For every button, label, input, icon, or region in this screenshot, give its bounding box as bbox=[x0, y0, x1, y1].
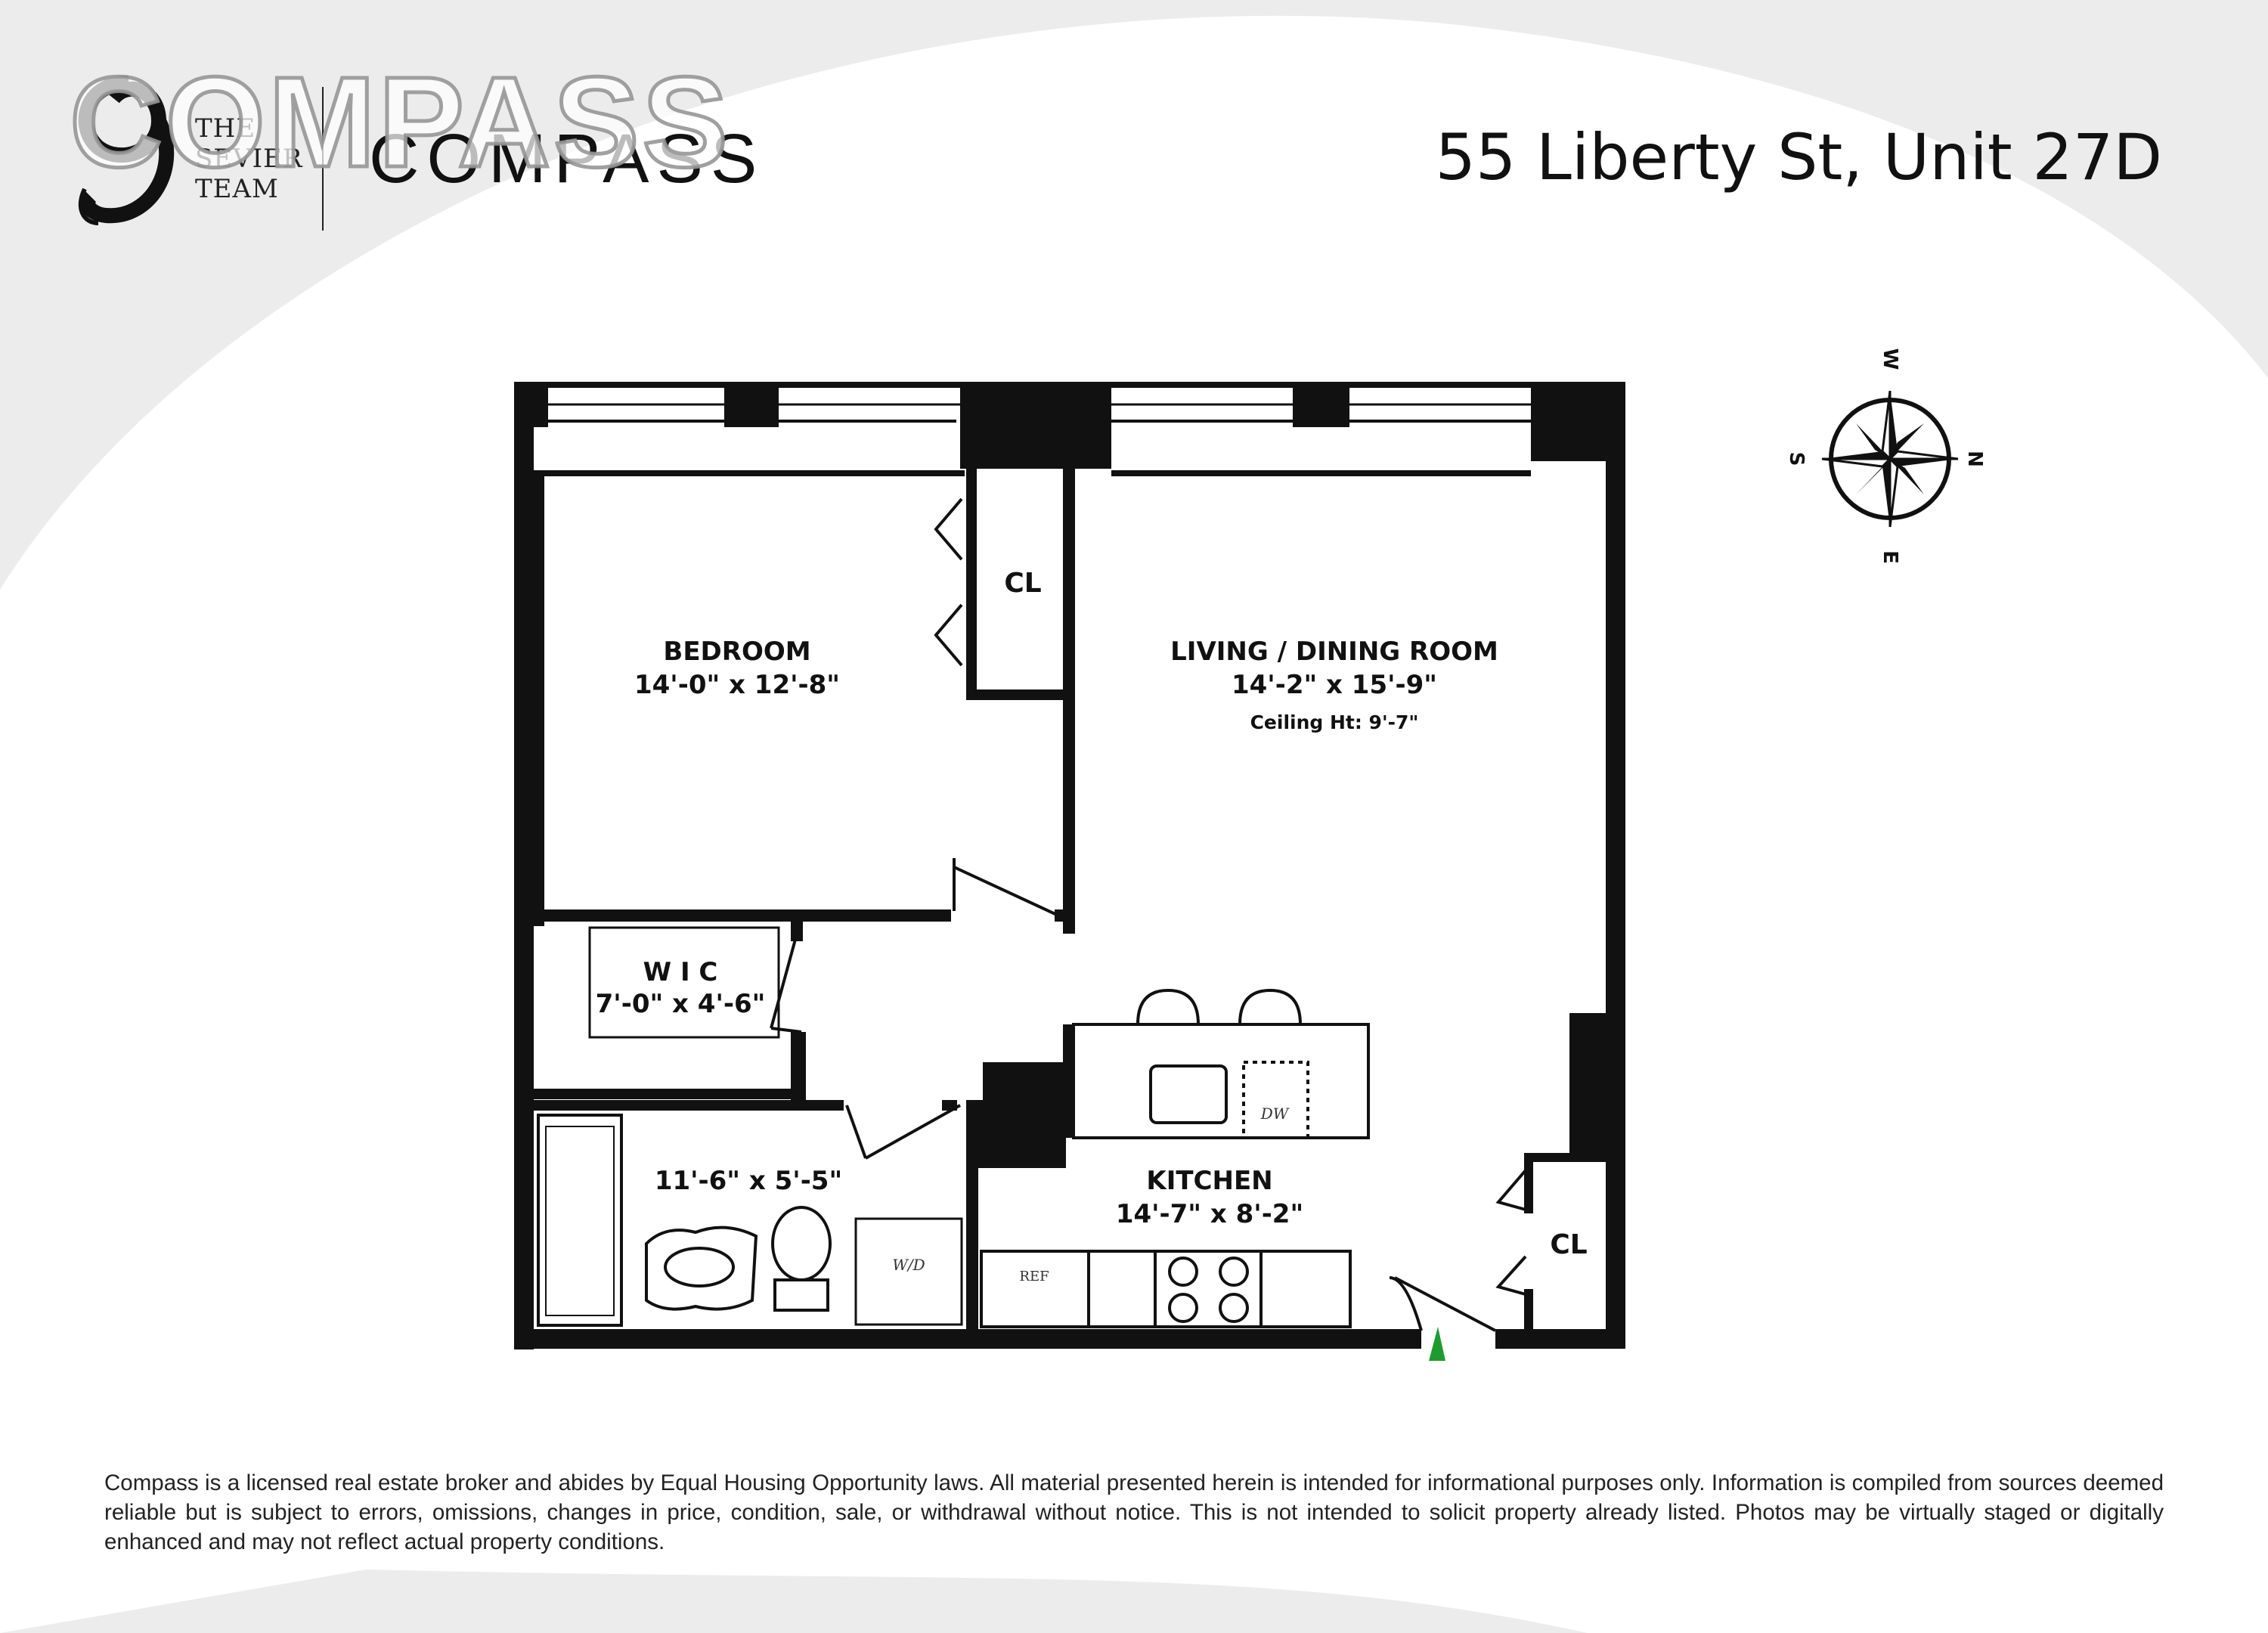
kitchen-island bbox=[1072, 988, 1370, 1139]
bedroom-dims: 14'-0" x 12'-8" bbox=[634, 670, 841, 700]
compass-letter-right: N bbox=[1963, 451, 1986, 467]
room-kitchen: KITCHEN 14'-7" x 8'-2" bbox=[1096, 1164, 1323, 1231]
washer-dryer-closet bbox=[854, 1217, 963, 1326]
living-ceiling: Ceiling Ht: 9'-7" bbox=[1250, 711, 1419, 733]
dishwasher-label: DW bbox=[1260, 1105, 1290, 1123]
kitchen-dims: 14'-7" x 8'-2" bbox=[1115, 1199, 1304, 1229]
bedroom-door bbox=[953, 858, 1058, 916]
wic-name: W I C bbox=[643, 957, 718, 987]
room-wic: W I C 7'-0" x 4'-6" bbox=[590, 956, 771, 1020]
bedroom-closet-doors bbox=[934, 497, 963, 667]
compass-rose-icon: W N E S bbox=[1785, 349, 1986, 564]
room-bath: 11'-6" x 5'-5" bbox=[654, 1166, 843, 1196]
team-name-line-1: THE bbox=[195, 113, 256, 144]
wic-dims: 7'-0" x 4'-6" bbox=[595, 989, 766, 1019]
toilet bbox=[771, 1206, 832, 1312]
property-address: 55 Liberty St, Unit 27D bbox=[1435, 120, 2162, 194]
kitchen-counter bbox=[980, 1250, 1352, 1328]
kitchen-name: KITCHEN bbox=[1146, 1166, 1273, 1196]
bathtub bbox=[537, 1114, 623, 1327]
living-name: LIVING / DINING ROOM bbox=[1170, 637, 1498, 667]
room-entry-closet: CL bbox=[1550, 1229, 1588, 1260]
entry-door bbox=[1389, 1276, 1496, 1332]
compass-letter-bottom: E bbox=[1879, 550, 1901, 564]
bath-door bbox=[845, 1104, 961, 1160]
wic-shelf bbox=[588, 926, 780, 1039]
sink bbox=[645, 1226, 758, 1311]
wic-door bbox=[770, 928, 802, 1033]
entry-closet-doors bbox=[1495, 1169, 1527, 1296]
room-bedroom: BEDROOM 14'-0" x 12'-8" bbox=[605, 635, 869, 702]
walls bbox=[514, 382, 1625, 1349]
team-name-line-2: SEVIER bbox=[195, 144, 303, 174]
sevier-team-logo bbox=[78, 76, 175, 225]
living-dims: 14'-2" x 15'-9" bbox=[1231, 670, 1438, 700]
room-living-dining: LIVING / DINING ROOM 14'-2" x 15'-9" Cei… bbox=[1149, 635, 1520, 738]
logo-divider bbox=[322, 87, 324, 231]
entry-marker bbox=[1429, 1327, 1445, 1361]
refrigerator-label: REF bbox=[1019, 1269, 1049, 1284]
legal-disclaimer: Compass is a licensed real estate broker… bbox=[104, 1470, 2164, 1554]
compass-letter-left: S bbox=[1785, 452, 1808, 466]
bedroom-name: BEDROOM bbox=[663, 637, 811, 667]
room-bedroom-closet: CL bbox=[1004, 568, 1042, 599]
compass-logo: COMPASS bbox=[369, 120, 765, 197]
compass-letter-top: W bbox=[1879, 349, 1901, 370]
washer-dryer-label: W/D bbox=[892, 1256, 925, 1274]
compass-watermark: COMPASS bbox=[68, 51, 731, 194]
team-name: THE SEVIER TEAM bbox=[195, 113, 303, 204]
team-name-line-3: TEAM bbox=[195, 174, 279, 204]
